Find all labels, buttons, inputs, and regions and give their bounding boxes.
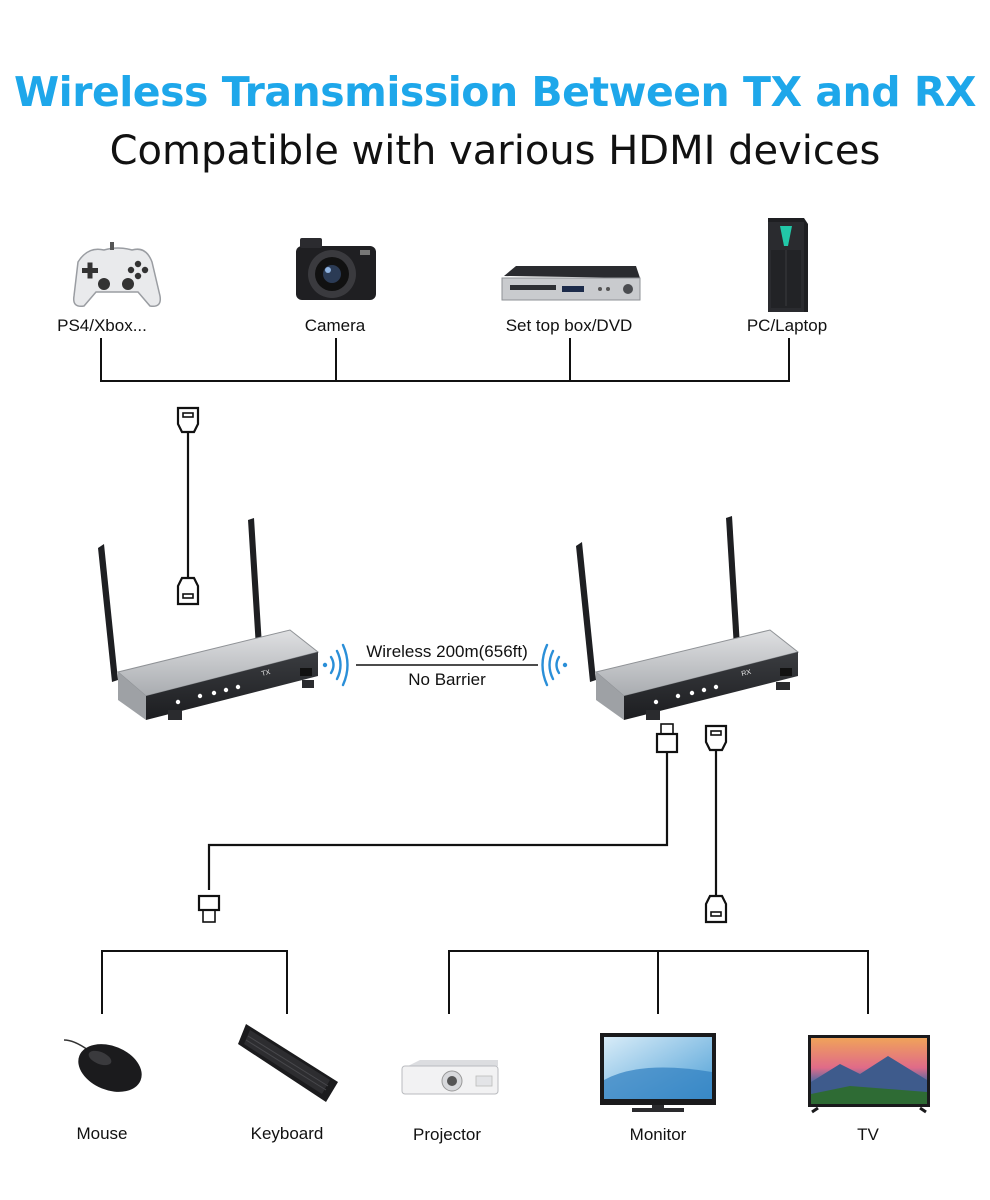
signal-waves-tx-icon xyxy=(322,643,349,687)
keyboard-icon xyxy=(238,1024,338,1102)
page-subtitle: Compatible with various HDMI devices xyxy=(109,128,881,174)
hdmi-output-bus xyxy=(448,950,869,1014)
monitor-icon xyxy=(600,1033,716,1112)
output-label-mouse: Mouse xyxy=(76,1124,128,1143)
pc-tower-icon xyxy=(768,218,808,312)
page-title: Wireless Transmission Between TX and RX xyxy=(13,68,977,116)
receiver-icon xyxy=(576,516,800,720)
projector-icon xyxy=(401,1060,499,1095)
dvd-player-icon xyxy=(501,266,641,301)
gamepad-icon xyxy=(72,242,162,308)
source-label-game-console: PS4/Xbox... xyxy=(57,316,147,335)
source-label-set-top-box: Set top box/DVD xyxy=(505,316,633,335)
source-label-camera: Camera xyxy=(304,316,366,335)
output-label-tv: TV xyxy=(857,1125,879,1144)
rx-badge: RX xyxy=(741,669,752,678)
source-bus xyxy=(100,338,790,382)
hdmi-cable-rx xyxy=(704,724,728,924)
output-label-monitor: Monitor xyxy=(629,1125,687,1144)
usb-cable xyxy=(197,723,679,923)
tx-badge: TX xyxy=(261,669,272,678)
signal-waves-rx-icon xyxy=(541,643,568,687)
tv-icon xyxy=(808,1035,930,1114)
output-label-projector: Projector xyxy=(412,1125,482,1144)
output-label-keyboard: Keyboard xyxy=(250,1124,324,1143)
usb-output-bus xyxy=(101,950,288,1014)
source-label-pc: PC/Laptop xyxy=(746,316,828,335)
transmitter-icon xyxy=(98,518,320,720)
link-distance-label: Wireless 200m(656ft) xyxy=(366,642,528,661)
camera-icon xyxy=(296,238,376,300)
link-note-label: No Barrier xyxy=(408,670,486,689)
mouse-icon xyxy=(63,1039,142,1092)
hdmi-cable-tx xyxy=(176,406,200,606)
